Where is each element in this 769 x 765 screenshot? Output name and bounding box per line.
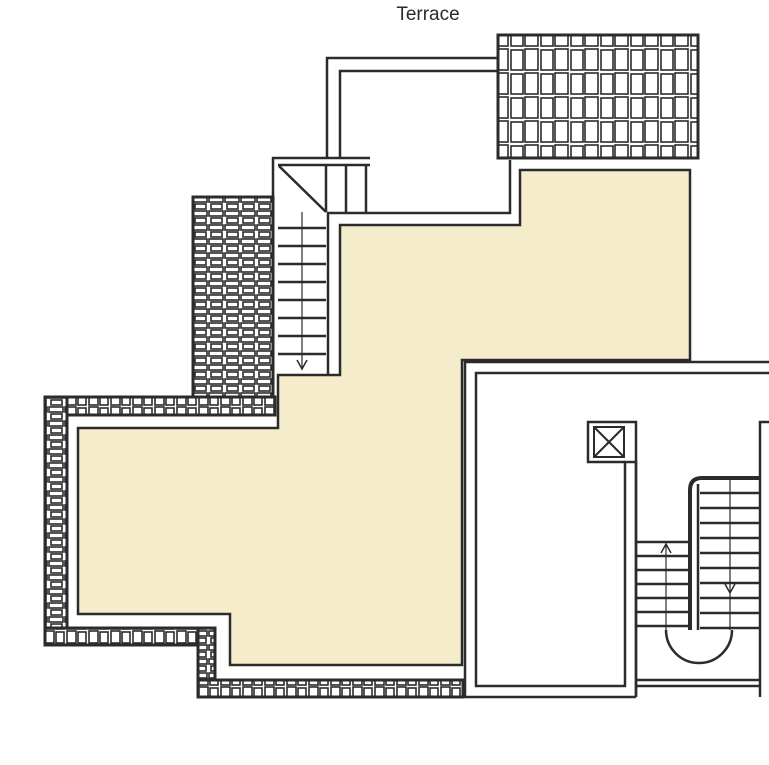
upper-wall-inner	[338, 69, 497, 158]
arrow-down-icon	[296, 359, 308, 371]
stair-right-treads	[636, 478, 760, 630]
stone-wall-left	[43, 395, 69, 647]
stone-wall-top-left	[43, 395, 277, 417]
elevator-x-box-icon	[593, 426, 625, 458]
terrace-floor	[76, 168, 692, 667]
stair-hall	[463, 360, 769, 699]
stone-wall-bottom-left	[43, 626, 217, 647]
arrow-up-icon	[660, 542, 672, 554]
stone-wall-top-right	[496, 33, 700, 160]
upper-wall-outer	[325, 56, 497, 158]
stair-left	[271, 156, 370, 375]
terrace-label: Terrace	[396, 4, 460, 25]
stone-wall-bottom	[196, 678, 465, 699]
arrow-down-icon	[724, 583, 736, 595]
stone-wall-left-upper	[191, 195, 275, 399]
terrace-outer-wall	[326, 160, 512, 375]
